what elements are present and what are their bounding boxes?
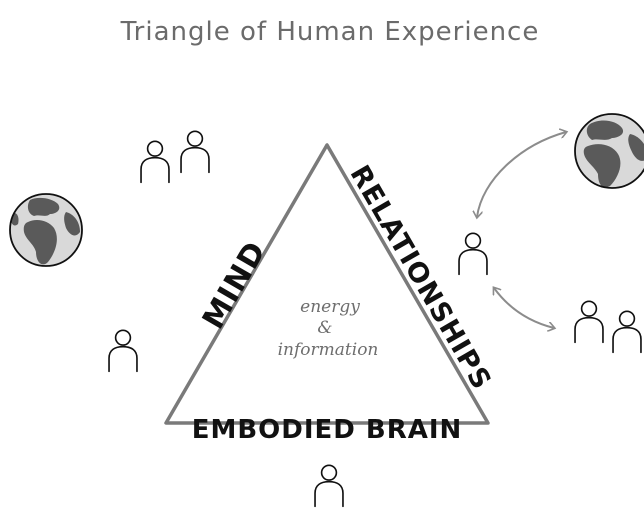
person-icon — [612, 310, 642, 354]
center-line-information: information — [278, 340, 379, 360]
double-arrow-icon — [477, 132, 566, 217]
center-line-ampersand: & — [317, 318, 332, 338]
triangle — [164, 143, 490, 425]
globe-icon — [574, 113, 644, 189]
side-label-mind: MIND — [196, 235, 274, 335]
side-label-embodied-brain: EMBODIED BRAIN — [192, 415, 463, 445]
person-icon — [140, 140, 170, 184]
globe-icon — [9, 193, 83, 267]
center-label: energy & information — [278, 297, 379, 360]
center-line-energy: energy — [300, 297, 360, 317]
side-label-relationships: RELATIONSHIPS — [344, 160, 498, 395]
person-icon — [180, 130, 210, 174]
person-icon — [574, 300, 604, 344]
diagram-title: Triangle of Human Experience — [120, 17, 540, 47]
person-icon — [314, 464, 344, 508]
person-icon — [458, 232, 488, 276]
person-icon — [108, 329, 138, 373]
double-arrow-icon — [494, 288, 554, 328]
